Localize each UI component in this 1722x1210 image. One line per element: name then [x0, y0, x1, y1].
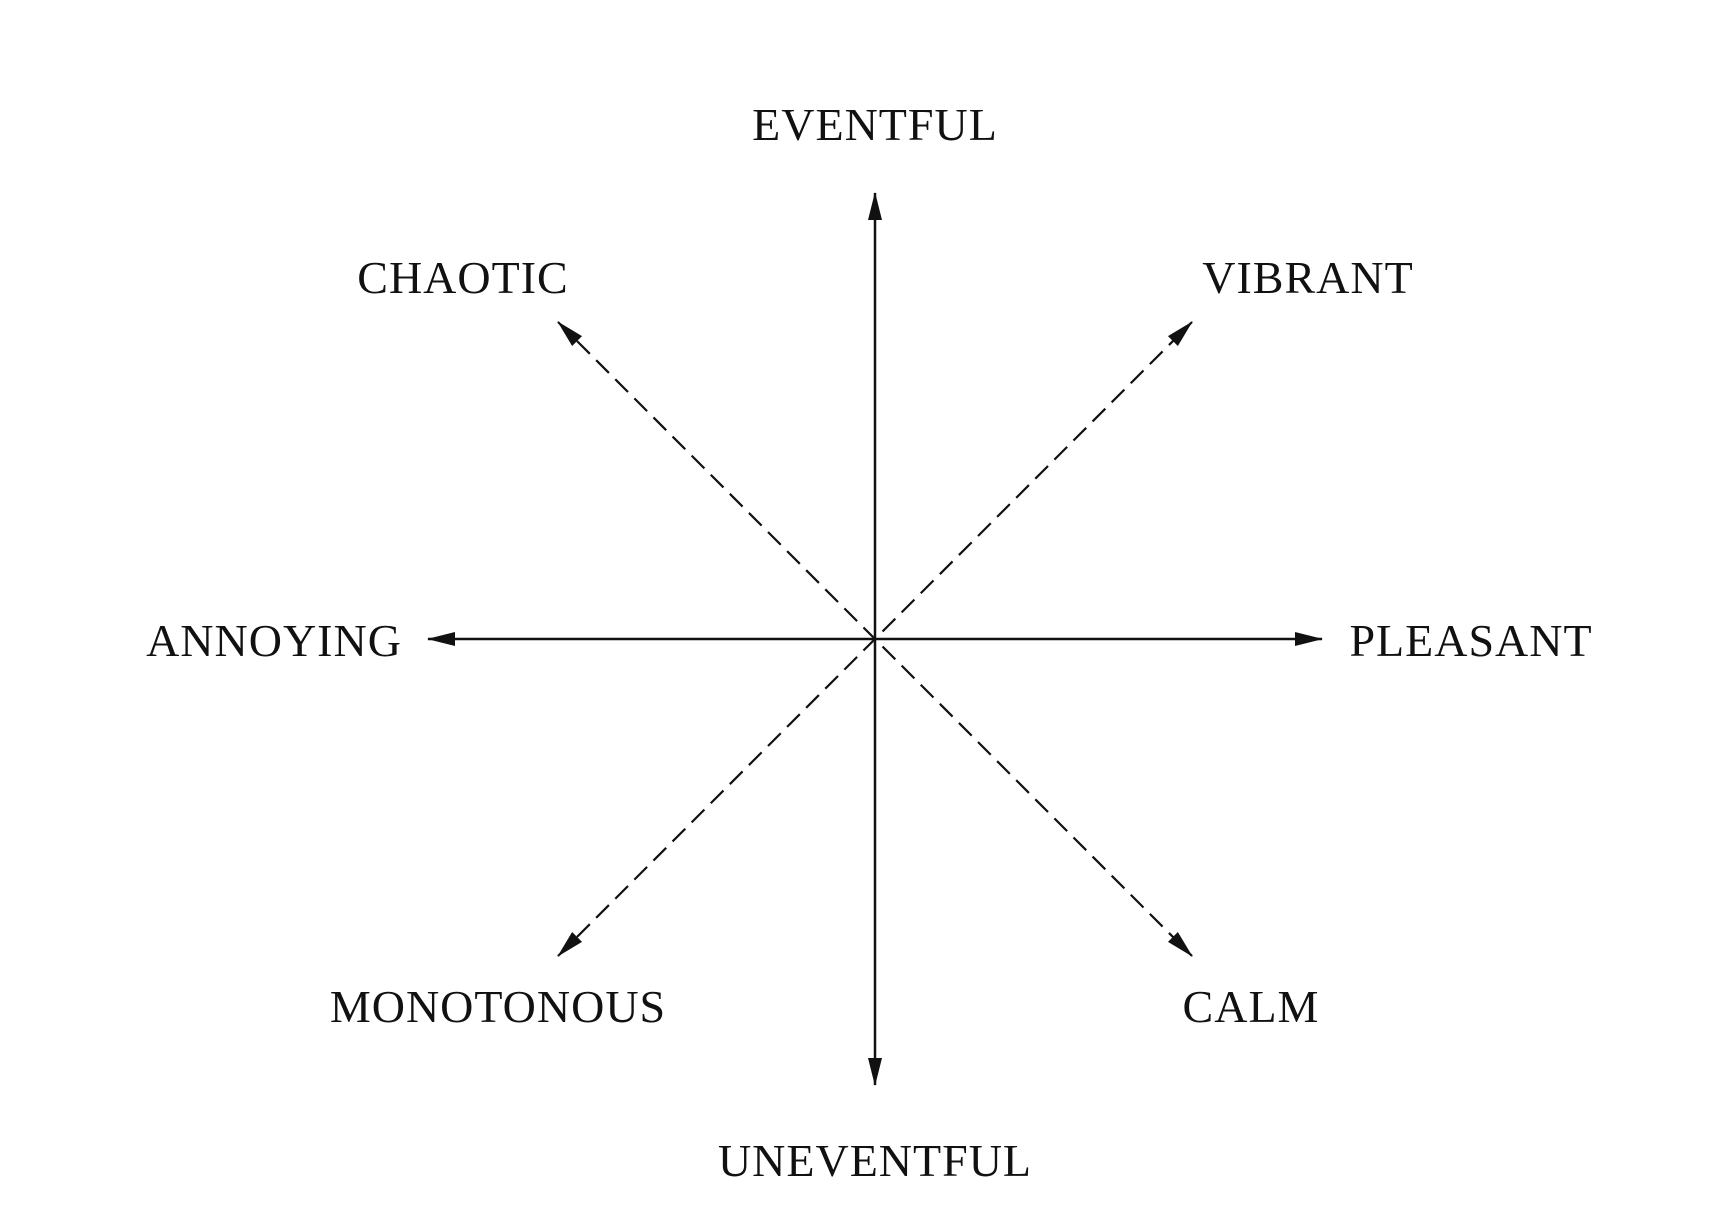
chaotic-calm-axis [557, 321, 1193, 957]
label-pleasant: PLEASANT [1349, 615, 1592, 666]
label-calm: CALM [1183, 981, 1320, 1032]
label-uneventful: UNEVENTFUL [718, 1135, 1032, 1186]
label-chaotic: CHAOTIC [357, 252, 568, 303]
label-eventful: EVENTFUL [752, 99, 998, 150]
label-annoying: ANNOYING [146, 615, 402, 666]
label-monotonous: MONOTONOUS [330, 981, 666, 1032]
label-vibrant: VIBRANT [1202, 252, 1413, 303]
